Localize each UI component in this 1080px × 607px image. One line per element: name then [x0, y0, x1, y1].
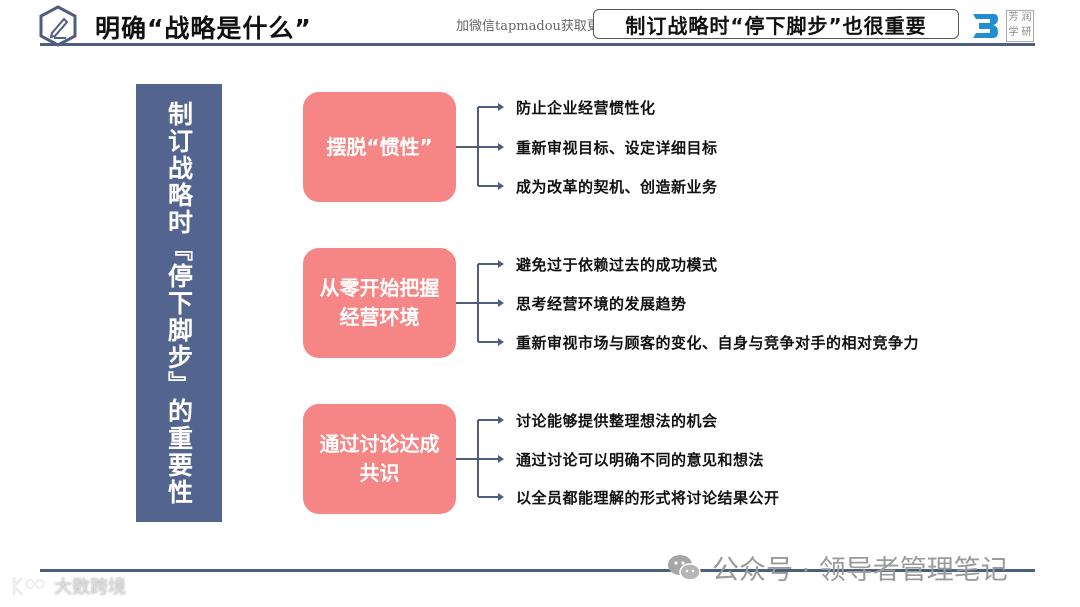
subtitle-text: 制订战略时“停下脚步”也很重要 [625, 13, 927, 38]
k100-logo-icon [12, 576, 45, 596]
pencil-hexagon-icon [39, 5, 77, 47]
list-item: 防止企业经营惯性化 [516, 99, 656, 117]
list-item: 成为改革的契机、创造新业务 [516, 178, 718, 196]
list-item: 讨论能够提供整理想法的机会 [516, 412, 718, 430]
list-item: 避免过于依赖过去的成功模式 [516, 256, 718, 274]
list-item: 以全员都能理解的形式将讨论结果公开 [516, 489, 780, 507]
group-box-environment: 从零开始把握经营环境 [303, 248, 456, 358]
footer-right-watermark: 公众号 · 领导者管理笔记 [666, 548, 1008, 587]
list-item: 思考经营环境的发展趋势 [516, 295, 687, 313]
page-title: 明确“战略是什么” [95, 14, 312, 43]
brand-logo-icon [973, 14, 998, 38]
wechat-icon [668, 554, 701, 581]
footer-left-text: 大数跨境 [54, 577, 126, 598]
footer-left-logo: 大数跨境 [10, 573, 126, 599]
seal-logo: 芳 润 学 研 [1006, 10, 1034, 42]
footer-divider [40, 569, 1035, 572]
list-item: 通过讨论可以明确不同的意见和想法 [516, 451, 765, 469]
seal-char: 芳 [1008, 12, 1019, 23]
list-item: 重新审视目标、设定详细目标 [516, 139, 718, 157]
banner-text: 制订战略时『停下脚步』的重要性 [164, 100, 194, 506]
group-label: 摆脱“惯性” [326, 134, 433, 159]
seal-char: 研 [1021, 27, 1032, 38]
seal-char: 学 [1008, 27, 1019, 38]
group-label: 从零开始把握经营环境 [319, 276, 440, 329]
group-box-consensus: 通过讨论达成共识 [303, 404, 456, 514]
footer-right-text: 公众号 · 领导者管理笔记 [712, 555, 1008, 586]
branch-connector [456, 103, 504, 190]
seal-char: 润 [1021, 12, 1032, 23]
branch-connector [456, 260, 504, 346]
subtitle-box: 制订战略时“停下脚步”也很重要 [593, 9, 959, 39]
top-watermark-text: 加微信tapmadou获取更多资 [456, 19, 626, 34]
branch-connector [456, 416, 504, 501]
list-item: 重新审视市场与顾客的变化、自身与竞争对手的相对竞争力 [516, 334, 920, 352]
group-box-inertia: 摆脱“惯性” [303, 92, 456, 202]
group-label: 通过讨论达成共识 [319, 432, 440, 485]
vertical-banner: 制订战略时『停下脚步』的重要性 [136, 84, 222, 522]
header-divider [40, 43, 1035, 46]
